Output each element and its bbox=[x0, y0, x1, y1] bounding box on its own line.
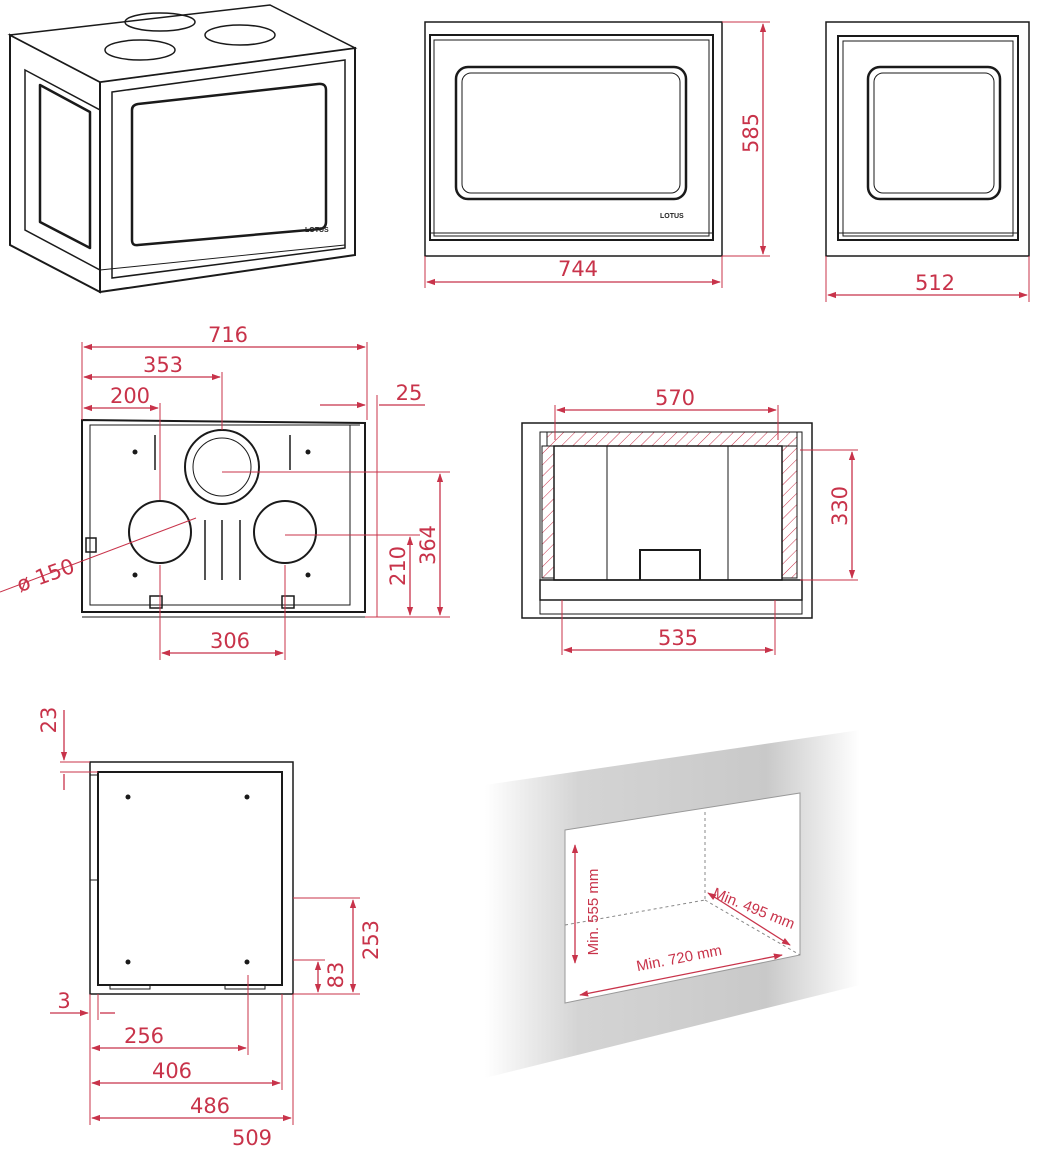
side-width-label: 512 bbox=[915, 271, 955, 295]
top-edge-label: 25 bbox=[396, 381, 423, 405]
niche-height-label: Min. 555 mm bbox=[585, 869, 602, 956]
niche-diagram: Min. 555 mm Min. 720 mm Min. 495 mm bbox=[485, 730, 860, 1078]
top-view: 716 353 200 25 306 210 364 ø 150 bbox=[0, 323, 450, 660]
front-view: LOTUS 585 744 bbox=[424, 21, 770, 288]
back-height-253-label: 253 bbox=[359, 920, 383, 960]
back-dim-486-label: 486 bbox=[190, 1094, 230, 1118]
back-dim-509-label: 509 bbox=[232, 1126, 272, 1150]
back-top-offset-label: 23 bbox=[37, 707, 61, 734]
back-dim-256-label: 256 bbox=[124, 1024, 164, 1048]
front-logo: LOTUS bbox=[660, 213, 684, 220]
top-center-flue-label: 353 bbox=[143, 353, 183, 377]
back-dim-406-label: 406 bbox=[152, 1059, 192, 1083]
back-height-83-label: 83 bbox=[324, 962, 348, 989]
top-flue-spacing-label: 306 bbox=[210, 629, 250, 653]
section-top-width-label: 570 bbox=[655, 386, 695, 410]
iso-logo: LOTUS bbox=[305, 227, 329, 234]
section-height-label: 330 bbox=[828, 486, 852, 526]
section-bottom-width-label: 535 bbox=[658, 626, 698, 650]
section-view: 570 535 330 bbox=[521, 386, 858, 655]
side-view: 512 bbox=[825, 21, 1030, 302]
top-left-flue-label: 200 bbox=[110, 384, 150, 408]
top-diameter-label: ø 150 bbox=[13, 554, 77, 597]
back-side-offset-label: 3 bbox=[57, 989, 70, 1013]
top-rear-depth-label: 364 bbox=[416, 525, 440, 565]
isometric-view: LOTUS bbox=[7, 4, 358, 294]
front-height-label: 585 bbox=[739, 113, 763, 153]
top-front-depth-label: 210 bbox=[386, 546, 410, 586]
back-view: 23 3 256 406 486 509 253 83 bbox=[37, 707, 383, 1150]
front-width-label: 744 bbox=[558, 257, 598, 281]
top-total-label: 716 bbox=[208, 323, 248, 347]
